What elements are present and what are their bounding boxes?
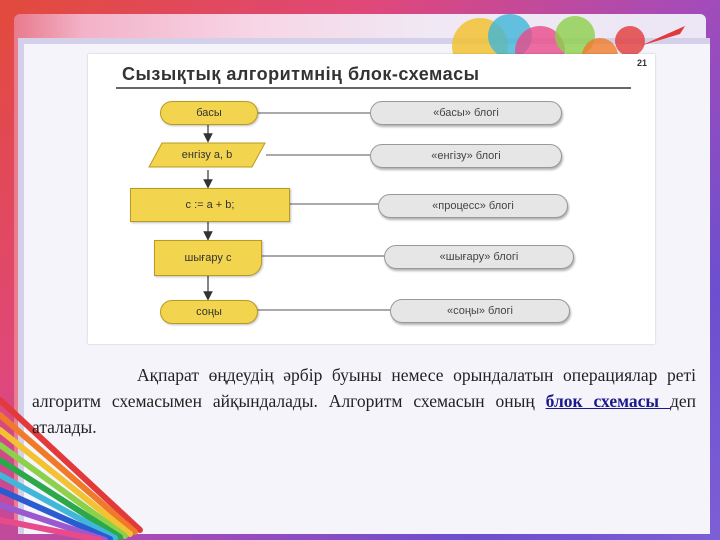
block-caption-input: «енгізу» блогі (370, 144, 562, 168)
flowchart-figure: Сызықтық алгоритмнің блок-схемасы 21 бас… (88, 54, 655, 344)
block-caption-start: «басы» блогі (370, 101, 562, 125)
caption-text: «шығару» блогі (439, 251, 519, 263)
block-label: c := a + b; (185, 199, 235, 211)
block-label: енгізу а, b (181, 149, 233, 161)
block-label: басы (196, 107, 222, 119)
figure-page-number: 21 (636, 58, 647, 68)
caption-text: «басы» блогі (433, 107, 499, 119)
flowchart-block-end: соңы (160, 300, 258, 324)
figure-title: Сызықтық алгоритмнің блок-схемасы (122, 64, 480, 84)
caption-text: «соңы» блогі (447, 305, 513, 317)
flowchart-block-process: c := a + b; (130, 188, 290, 222)
paragraph-text: Ақпарат өңдеудің әрбір буыны немесе орын… (32, 365, 696, 411)
block-schema-link[interactable]: блок схемасы (545, 391, 670, 411)
flowchart-block-start: басы (160, 101, 258, 125)
block-caption-output: «шығару» блогі (384, 245, 574, 269)
flowchart-block-input: енгізу а, b (148, 142, 266, 168)
paragraph-text-end: деп аталады. (32, 391, 696, 437)
caption-text: «процесс» блогі (432, 200, 514, 212)
colored-pencils-decoration (0, 397, 143, 540)
caption-text: «енгізу» блогі (431, 150, 501, 162)
flowchart-connectors (203, 112, 390, 311)
parallelogram-shape (148, 142, 266, 168)
block-caption-process: «процесс» блогі (378, 194, 568, 218)
flowchart-block-output: шығару c (154, 240, 262, 276)
block-caption-end: «соңы» блогі (390, 299, 570, 323)
title-underline (116, 87, 631, 89)
description-paragraph: Ақпарат өңдеудің әрбір буыны немесе орын… (32, 362, 696, 440)
block-label: соңы (196, 306, 222, 318)
block-label: шығару c (184, 252, 232, 264)
